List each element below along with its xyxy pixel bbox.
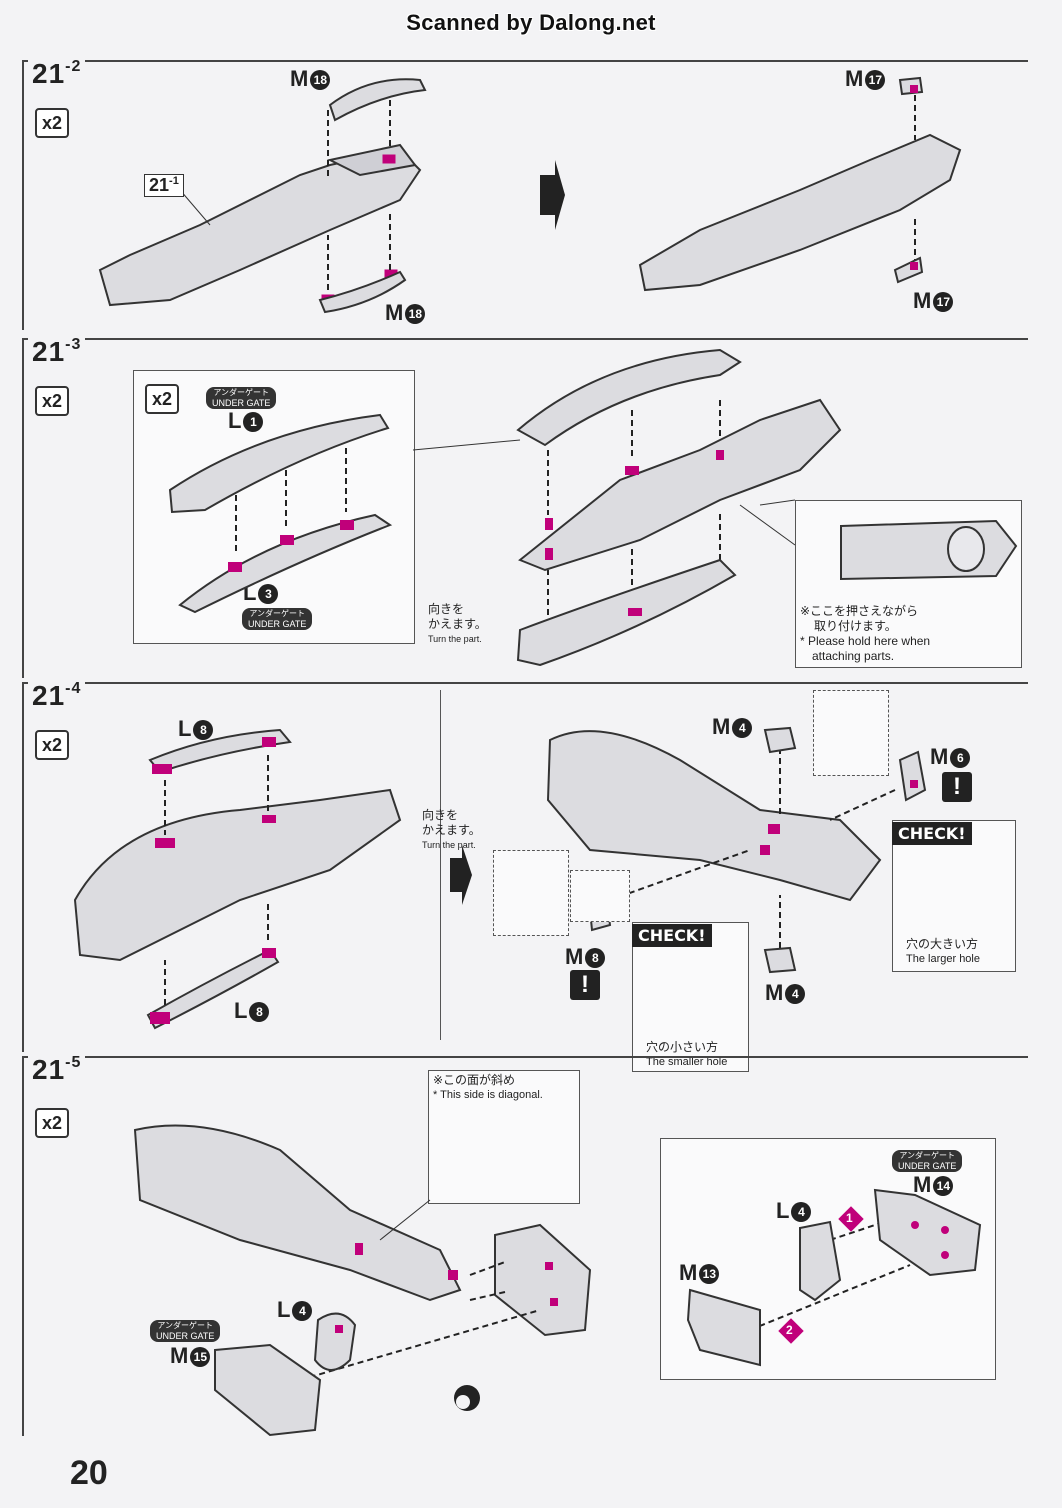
hold-note-text: ※ここを押さえながら 取り付けます。 * Please hold here wh… xyxy=(800,604,931,663)
diagonal-note: ※この面が斜め* This side is diagonal. xyxy=(433,1073,543,1101)
part-l4 xyxy=(313,1312,357,1371)
check-box-larger-hole xyxy=(892,820,1016,972)
detail-box-m8 xyxy=(570,870,630,922)
step-21-2-illustration xyxy=(98,76,962,314)
part-l8-bottom xyxy=(146,948,280,1030)
lower-cover xyxy=(516,558,737,667)
step-21-4-illustration xyxy=(73,726,927,1030)
step-21-3-panel xyxy=(22,338,1028,680)
turn-part-note-21-4: 向きを かえます。 Turn the part. xyxy=(422,808,481,850)
diagonal-note-box xyxy=(428,1070,580,1204)
step-21-3-illustration xyxy=(168,348,842,667)
quantity-badge: x2 xyxy=(35,108,69,138)
quantity-badge: x2 xyxy=(35,730,69,760)
quantity-badge: x2 xyxy=(35,1108,69,1138)
reference-step-21-1: 21-1 xyxy=(144,174,184,197)
quantity-badge: x2 xyxy=(35,386,69,416)
step-21-2-panel xyxy=(22,60,1028,332)
weapon-part-left xyxy=(98,143,422,307)
part-m15 xyxy=(214,1343,322,1437)
step-number-21-2: 21-2 xyxy=(28,58,86,90)
part-l4-sub xyxy=(799,1220,842,1302)
check-box-smaller-hole xyxy=(632,922,749,1072)
part-m4-bottom xyxy=(763,946,797,974)
weapon-body-left xyxy=(73,788,402,962)
upper-cover xyxy=(516,348,742,447)
part-m13 xyxy=(686,1288,761,1367)
detail-box-m6-top xyxy=(813,690,889,776)
page-number: 20 xyxy=(70,1454,108,1492)
part-l1 xyxy=(168,413,390,514)
part-m18-top xyxy=(328,78,427,122)
turn-part-note: 向きを かえます。 Turn the part. xyxy=(428,602,487,644)
scanner-watermark: Scanned by Dalong.net xyxy=(406,10,656,35)
weapon-part-right xyxy=(638,133,962,292)
step-21-5-illustration xyxy=(133,1124,982,1437)
weapon-body xyxy=(133,1124,462,1302)
part-m4-top xyxy=(763,726,797,754)
next-arrow xyxy=(540,160,565,230)
caution-icon-m8: ! xyxy=(570,970,600,1000)
step-number-21-3: 21-3 xyxy=(28,336,86,368)
order-badge-1-text: 1 xyxy=(846,1211,853,1225)
part-m14 xyxy=(873,1188,982,1277)
check-tag-larger: CHECK! xyxy=(892,822,972,845)
part-m18-bottom xyxy=(318,270,407,314)
part-l8-top xyxy=(148,728,292,774)
hold-note-box xyxy=(795,500,1022,668)
inset-quantity-badge: x2 xyxy=(145,384,179,414)
step-number-21-4: 21-4 xyxy=(28,680,86,712)
step-number-21-5: 21-5 xyxy=(28,1054,86,1086)
check-tag-smaller: CHECK! xyxy=(632,924,712,947)
hand-hold-illustration xyxy=(840,519,1018,581)
weapon-body xyxy=(518,398,842,572)
step-21-4-panel xyxy=(22,682,1028,1054)
part-m6 xyxy=(898,750,927,802)
weapon-body-right xyxy=(546,730,882,902)
step-21-5-panel xyxy=(22,1056,1028,1438)
caution-icon-m6: ! xyxy=(942,772,972,802)
detail-box-m8-side xyxy=(493,850,569,936)
column-divider xyxy=(440,690,441,1040)
claw-part xyxy=(494,1223,592,1337)
order-badge-2-text: 2 xyxy=(786,1323,793,1337)
